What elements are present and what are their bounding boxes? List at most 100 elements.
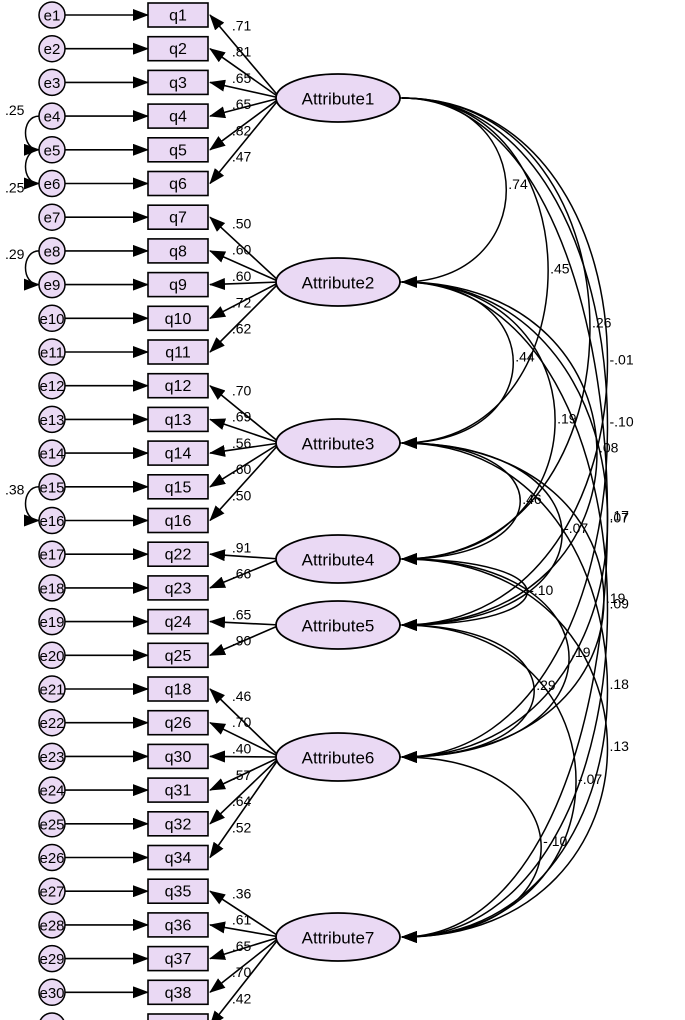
error-label: e29	[39, 951, 64, 968]
observed-node-q5: q5	[147, 137, 209, 163]
factor-correlations-group	[386, 91, 609, 943]
observed-box	[147, 642, 209, 669]
loading-path-Attribute1-q4	[209, 97, 281, 119]
loading-path-Attribute5-q25	[209, 624, 281, 657]
observed-label: q3	[169, 75, 187, 92]
correlation-value: .19	[571, 644, 591, 660]
error-node-e1: e1	[38, 1, 66, 29]
error-label: e8	[44, 243, 61, 260]
error-circle	[38, 911, 66, 939]
observed-node-q31: q31	[147, 777, 209, 803]
error-label: e5	[44, 142, 61, 159]
loading-value: .40	[232, 741, 252, 757]
error-covariance-e15-e16	[23, 480, 55, 527]
error-circle	[38, 776, 66, 804]
observed-box	[147, 810, 209, 837]
error-circle	[38, 102, 66, 130]
observed-label: q14	[165, 446, 192, 463]
error-node-e7: e7	[38, 203, 66, 231]
error-label: e14	[39, 446, 64, 463]
error-label: e31	[39, 1019, 64, 1020]
observed-box	[147, 1013, 209, 1020]
latent-label: Attribute6	[302, 749, 375, 768]
correlation-Attribute5-Attribute6	[386, 618, 535, 763]
loading-value: .70	[232, 714, 252, 730]
correlation-Attribute1-Attribute4	[386, 91, 591, 565]
correlation-value: .17	[610, 508, 630, 524]
observed-box	[147, 979, 209, 1006]
error-node-e23: e23	[38, 742, 66, 771]
loading-value: .42	[232, 990, 252, 1006]
observed-box	[147, 541, 209, 568]
latent-ellipse	[275, 257, 401, 307]
correlation-value: -.10	[543, 833, 567, 849]
latent-node-Attribute7: Attribute7	[275, 912, 401, 962]
correlation-value: .46	[522, 491, 542, 507]
observed-node-q34: q34	[147, 844, 209, 871]
loading-value: .69	[232, 409, 252, 425]
error-label: e21	[39, 682, 64, 699]
observed-label: q5	[169, 142, 187, 159]
error-circle	[38, 203, 66, 231]
error-node-e16: e16	[38, 506, 66, 535]
correlation-value: .13	[610, 738, 630, 754]
latent-node-Attribute5: Attribute5	[275, 600, 401, 650]
correlation-value: -.07	[564, 520, 588, 536]
error-node-e9: e9	[38, 270, 66, 299]
correlation-value: -.01	[610, 352, 634, 368]
error-circle	[38, 473, 66, 501]
error-circle	[38, 304, 66, 333]
loading-value: .60	[232, 268, 252, 284]
observed-node-q38: q38	[147, 979, 209, 1006]
loading-path-Attribute7-q37	[209, 936, 281, 960]
loading-value: .65	[232, 938, 252, 954]
error-label: e3	[44, 75, 61, 92]
correlation-Attribute2-Attribute4	[386, 275, 556, 565]
loading-path-Attribute6-q32	[209, 756, 281, 825]
observed-node-q6: q6	[147, 170, 209, 197]
observed-node-q39: q39	[147, 1013, 209, 1020]
error-node-e15: e15	[38, 473, 66, 501]
error-node-e29: e29	[38, 944, 66, 973]
observed-label: q31	[165, 783, 192, 800]
error-circle	[38, 338, 66, 366]
latent-ellipse	[275, 73, 401, 123]
loading-path-Attribute2-q11	[209, 281, 281, 353]
observed-label: q32	[165, 816, 192, 833]
correlation-value: .29	[536, 677, 556, 693]
observed-node-q36: q36	[147, 912, 209, 938]
correlation-Attribute2-Attribute5	[386, 275, 598, 631]
observed-box	[147, 2, 209, 28]
loading-value: .81	[232, 44, 252, 60]
correlation-value: .09	[610, 596, 630, 612]
observed-box	[147, 103, 209, 129]
error-label: e11	[40, 345, 64, 362]
error-circle	[38, 574, 66, 602]
error-circle	[38, 405, 66, 434]
error-label: e7	[44, 210, 61, 227]
loading-value: .65	[232, 96, 252, 112]
observed-box	[147, 945, 209, 972]
error-node-e19: e19	[38, 607, 66, 636]
observed-node-q26: q26	[147, 709, 209, 736]
error-circle	[38, 843, 66, 872]
error-circle	[38, 136, 66, 164]
observed-node-q4: q4	[147, 103, 209, 129]
observed-label: q30	[165, 749, 192, 766]
observed-box	[147, 339, 209, 365]
observed-node-q7: q7	[147, 204, 209, 230]
observed-box	[147, 608, 209, 635]
correlation-Attribute3-Attribute4	[386, 436, 521, 565]
observed-label: q36	[165, 917, 192, 934]
observed-box	[147, 204, 209, 230]
error-node-e18: e18	[38, 574, 66, 602]
observed-label: q25	[165, 648, 192, 665]
observed-label: q9	[169, 277, 187, 294]
observed-node-q14: q14	[147, 440, 209, 466]
correlation-Attribute4-Attribute6	[386, 552, 570, 763]
correlation-value: .44	[515, 349, 535, 365]
observed-label: q16	[165, 513, 192, 530]
observed-node-q15: q15	[147, 473, 209, 500]
observed-box	[147, 912, 209, 938]
nodes-group: e1e2e3e4e5e6e7e8e9e10e11e12e13e14e15e16e…	[38, 1, 401, 1020]
